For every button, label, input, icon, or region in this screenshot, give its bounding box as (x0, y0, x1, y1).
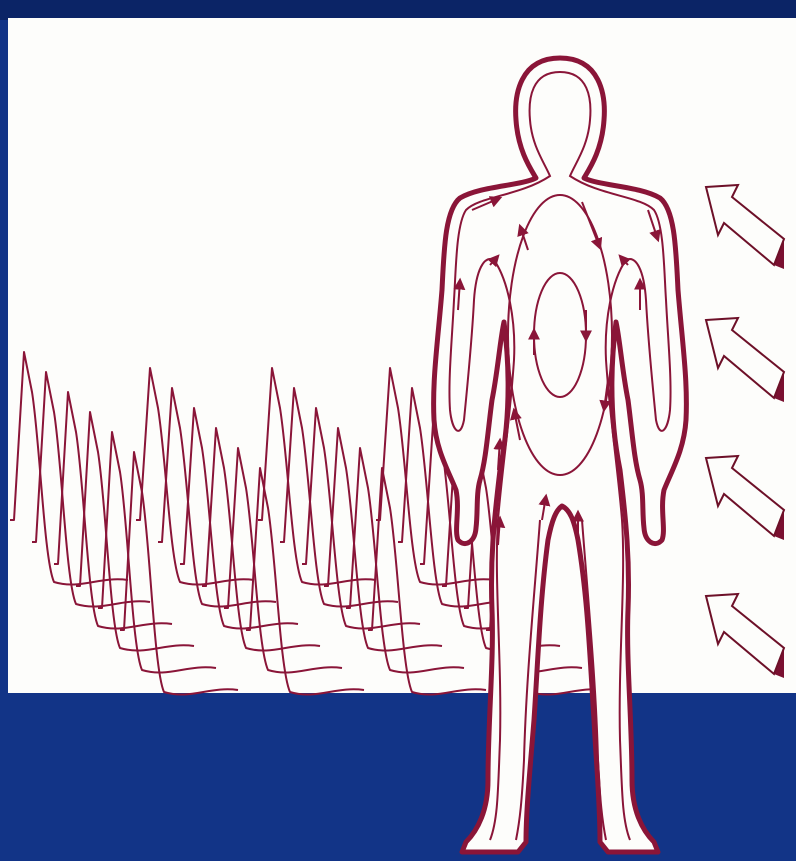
top-border (0, 0, 796, 20)
